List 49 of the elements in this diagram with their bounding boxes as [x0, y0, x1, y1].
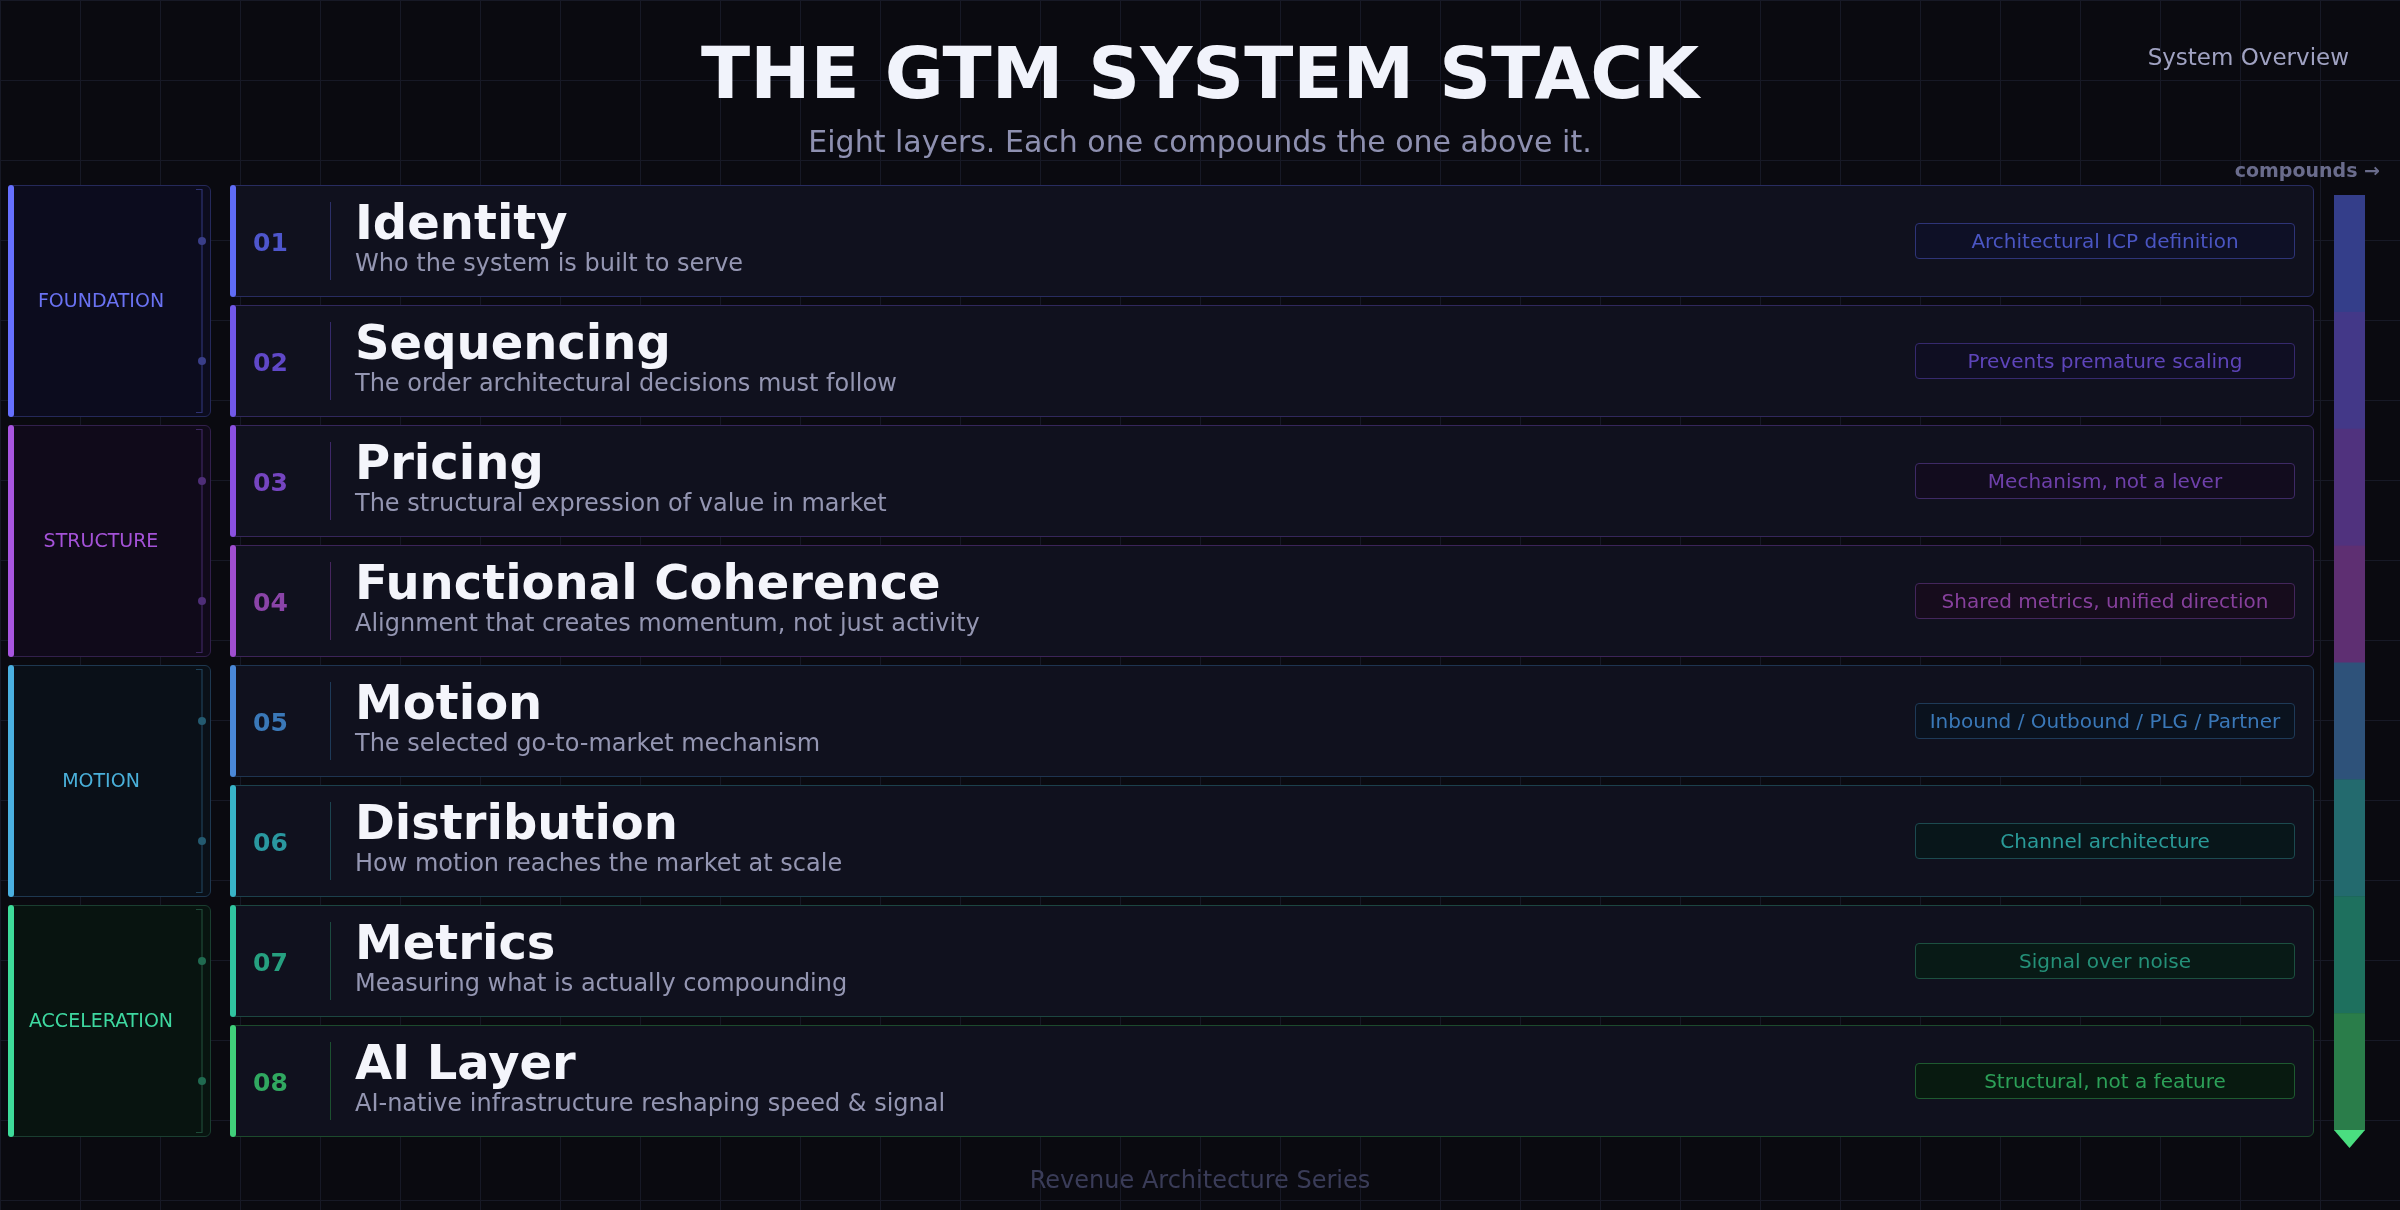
layer-tag: Mechanism, not a lever: [1915, 463, 2295, 499]
layer-description: The structural expression of value in market: [355, 489, 887, 518]
layer-card: [230, 905, 2314, 1017]
layer-number: 06: [253, 828, 288, 858]
layer-description: How motion reaches the market at scale: [355, 848, 843, 878]
group-label: ACCELERATION: [28, 1008, 174, 1032]
group-label: MOTION: [62, 768, 140, 792]
layer-card: [230, 665, 2314, 777]
layer-number: 08: [253, 1068, 288, 1098]
arrow-label: compounds →: [2234, 159, 2380, 182]
layer-number: 01: [253, 228, 288, 258]
section-label: System Overview: [2147, 43, 2349, 71]
footer-text: Revenue Architecture Series: [1029, 1165, 1371, 1195]
group-panel: [8, 665, 211, 897]
layer-tag: Architectural ICP definition: [1915, 223, 2295, 259]
layer-description: Who the system is built to serve: [355, 249, 744, 278]
layer-tag: Inbound / Outbound / PLG / Partner: [1915, 703, 2295, 739]
layer-description: Alignment that creates momentum, not just activity: [355, 608, 980, 638]
layer-number: 03: [253, 468, 288, 498]
layer-card: [230, 1025, 2314, 1137]
layer-card: [230, 785, 2314, 897]
layer-card: [230, 425, 2314, 537]
group-panel: [8, 905, 211, 1137]
layer-description: The order architectural decisions must follow: [355, 369, 897, 398]
layer-number: 07: [253, 948, 288, 978]
layer-title: Motion: [355, 674, 543, 730]
layer-card: [230, 305, 2314, 417]
subtitle: Eight layers. Each one compounds the one above it.: [808, 124, 1592, 160]
layer-title: Distribution: [355, 794, 678, 850]
layer-number: 05: [253, 708, 288, 738]
layer-tag: Structural, not a feature: [1915, 1063, 2295, 1099]
layer-description: AI-native infrastructure reshaping speed & signal: [355, 1089, 946, 1118]
layer-tag: Channel architecture: [1915, 823, 2295, 859]
group-label: STRUCTURE: [43, 528, 159, 552]
layer-number: 02: [253, 348, 288, 378]
group-panel: [8, 185, 211, 417]
layer-description: Measuring what is actually compounding: [355, 968, 848, 998]
layer-tag: Shared metrics, unified direction: [1915, 583, 2295, 619]
layer-title: Functional Coherence: [355, 554, 941, 610]
layer-description: The selected go-to-market mechanism: [355, 728, 821, 758]
layer-tag: Prevents premature scaling: [1915, 343, 2295, 379]
layer-title: Metrics: [355, 914, 556, 970]
layer-card: [230, 185, 2314, 297]
title: THE GTM SYSTEM STACK: [701, 31, 1699, 115]
layer-tag: Signal over noise: [1915, 943, 2295, 979]
layer-number: 04: [253, 588, 288, 618]
group-label: FOUNDATION: [37, 288, 165, 312]
layer-card: [230, 545, 2314, 657]
group-panel: [8, 425, 211, 657]
